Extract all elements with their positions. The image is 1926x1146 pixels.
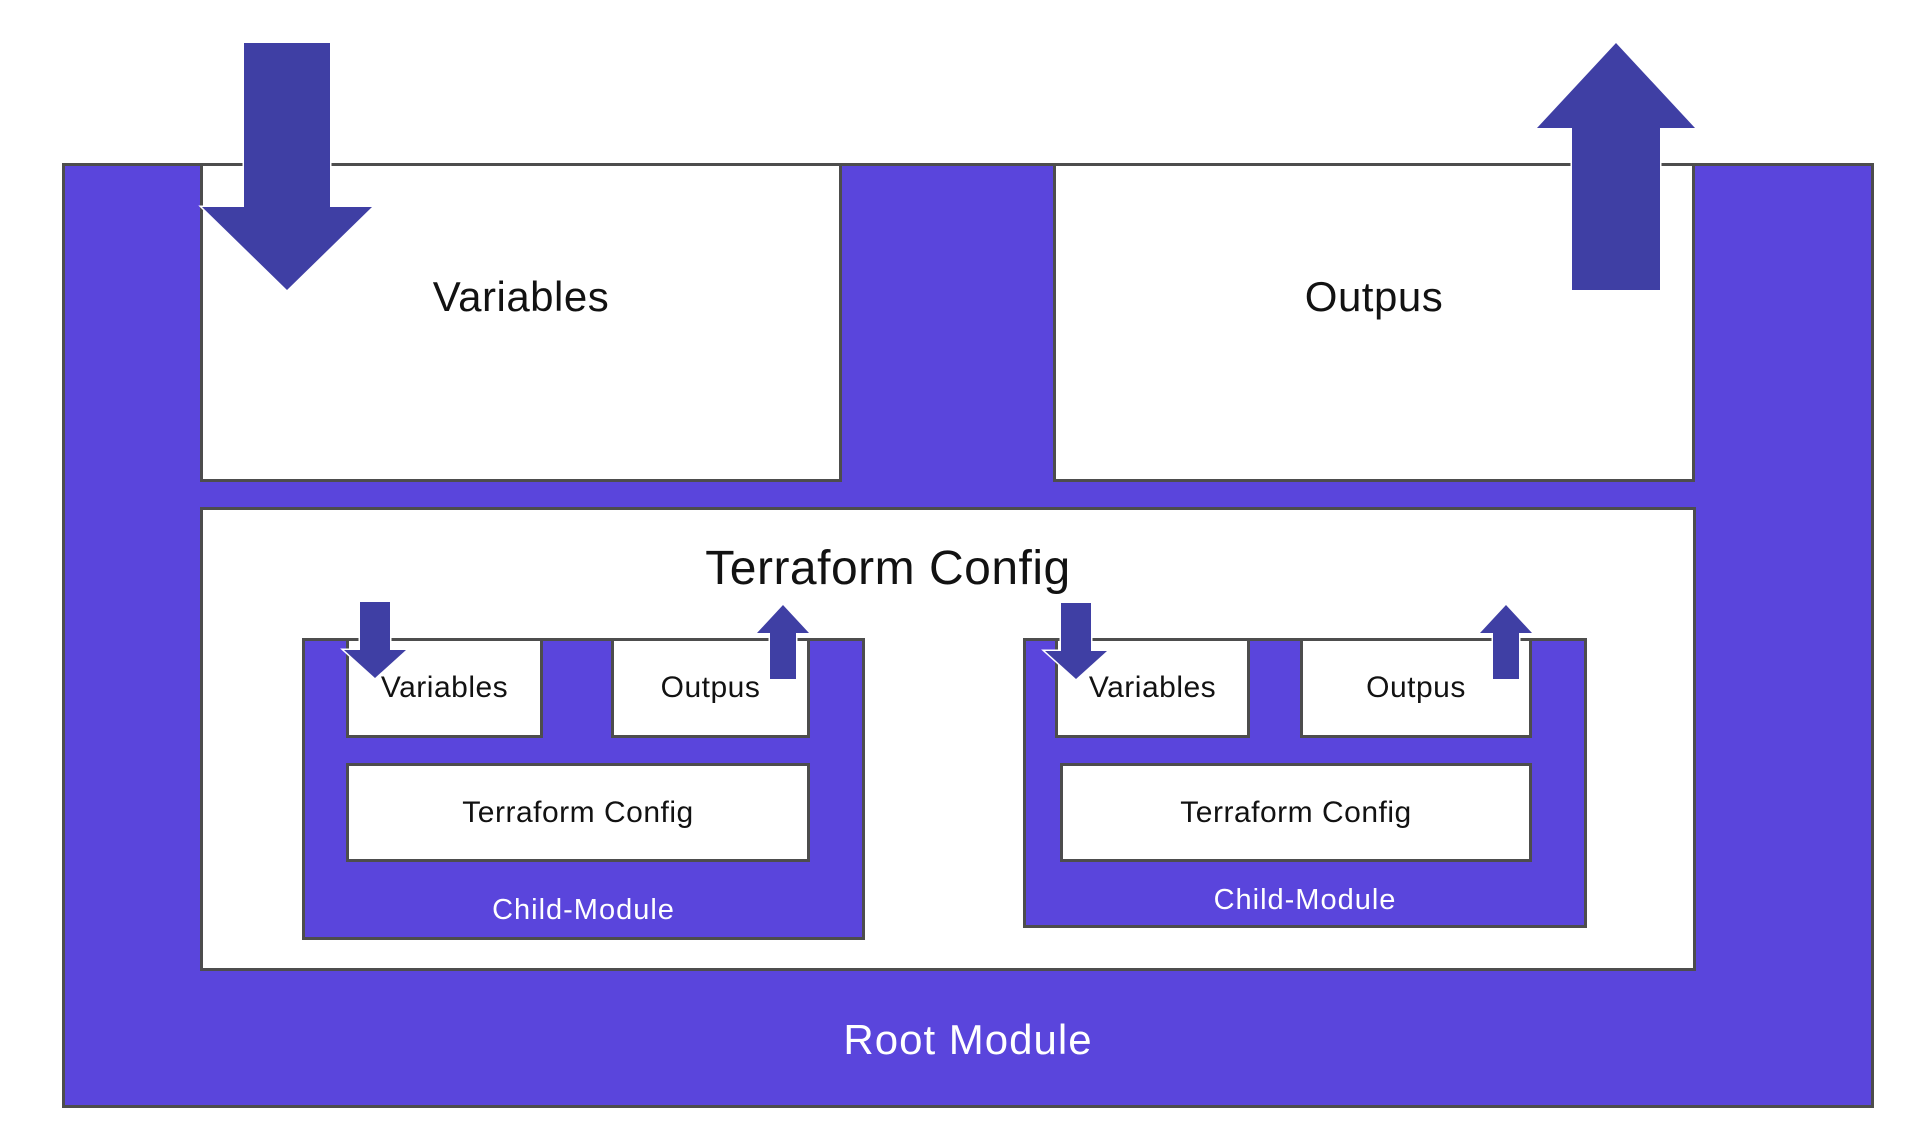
root-output-up-arrow-icon: [1533, 40, 1699, 292]
child-1-variables-label: Variables: [380, 671, 509, 704]
terraform-config-title: Terraform Config: [705, 542, 1071, 595]
child-1-name-label: Child-Module: [492, 894, 675, 926]
child-1-output-up-arrow-icon: [753, 602, 813, 681]
child-1-input-down-arrow-icon: [340, 600, 410, 681]
root-input-down-arrow-icon: [198, 41, 376, 293]
child-1-config-label: Terraform Config: [462, 795, 694, 829]
root-variables-label: Variables: [432, 272, 610, 320]
child-1-outputs-label: Outpus: [660, 671, 761, 704]
root-outputs-label: Outpus: [1304, 272, 1444, 320]
root-module-label: Root Module: [843, 1015, 1093, 1063]
child-1-variables-box: Variables: [346, 638, 543, 738]
child-2-variables-label: Variables: [1088, 671, 1217, 704]
child-2-output-up-arrow-icon: [1476, 602, 1536, 681]
child-2-input-down-arrow-icon: [1041, 601, 1111, 682]
child-2-outputs-label: Outpus: [1366, 671, 1466, 704]
child-2-config-box: Terraform Config: [1060, 763, 1532, 862]
child-1-config-box: Terraform Config: [346, 763, 810, 862]
child-2-name-label: Child-Module: [1213, 884, 1397, 916]
child-2-config-label: Terraform Config: [1180, 795, 1412, 829]
